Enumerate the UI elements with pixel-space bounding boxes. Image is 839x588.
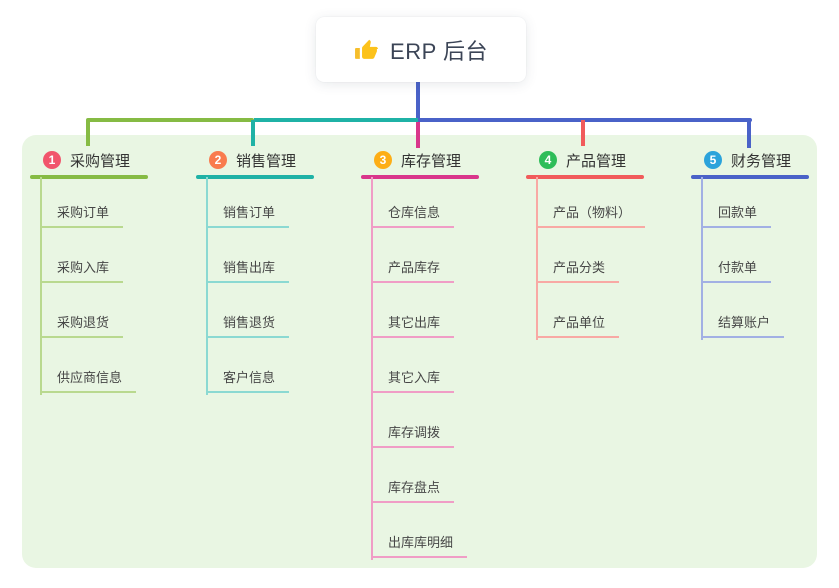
node-product-stock[interactable]: 产品库存 <box>371 259 455 283</box>
branch-inventory: 3 库存管理 仓库信息 产品库存 其它出库 其它入库 库存调拨 库存盘点 出库库… <box>361 145 521 560</box>
root-title: ERP 后台 <box>390 38 488 64</box>
branch-inventory-header[interactable]: 3 库存管理 <box>361 149 521 171</box>
branch-number-badge: 1 <box>43 151 61 169</box>
node-stock-transfer[interactable]: 库存调拨 <box>371 424 455 448</box>
node-purchase-inbound[interactable]: 采购入库 <box>40 259 124 283</box>
node-stock-count[interactable]: 库存盘点 <box>371 479 455 503</box>
branch-number-badge: 5 <box>704 151 722 169</box>
branch-label: 销售管理 <box>236 152 297 170</box>
connector-drop-inventory <box>416 122 420 148</box>
connector-drop-product <box>581 120 585 146</box>
node-sales-outbound[interactable]: 销售出库 <box>206 259 290 283</box>
branch-label: 产品管理 <box>566 152 627 170</box>
branch-label: 库存管理 <box>401 152 462 170</box>
branch-number-badge: 2 <box>209 151 227 169</box>
connector-drop-purchase <box>86 120 90 146</box>
node-settlement-account[interactable]: 结算账户 <box>701 314 785 338</box>
branch-product-header[interactable]: 4 产品管理 <box>526 149 686 171</box>
node-other-inbound[interactable]: 其它入库 <box>371 369 455 393</box>
branches-background-panel <box>22 135 817 568</box>
node-payment-order[interactable]: 付款单 <box>701 259 772 283</box>
connector-horizontal-teal <box>254 118 418 122</box>
node-warehouse-info[interactable]: 仓库信息 <box>371 204 455 228</box>
branch-vertical-line <box>206 177 208 395</box>
branch-purchase: 1 采购管理 采购订单 采购入库 采购退货 供应商信息 <box>30 145 190 395</box>
root-node-erp-backend[interactable]: ERP 后台 <box>316 17 526 82</box>
node-purchase-order[interactable]: 采购订单 <box>40 204 124 228</box>
branch-number-badge: 3 <box>374 151 392 169</box>
branch-underline <box>691 175 809 179</box>
branch-vertical-line <box>536 177 538 340</box>
node-product-category[interactable]: 产品分类 <box>536 259 620 283</box>
branch-underline <box>361 175 479 179</box>
branch-finance-header[interactable]: 5 财务管理 <box>691 149 839 171</box>
branch-vertical-line <box>701 177 703 340</box>
branch-underline <box>196 175 314 179</box>
node-receipt-order[interactable]: 回款单 <box>701 204 772 228</box>
connector-drop-sales <box>251 120 255 146</box>
branch-label: 采购管理 <box>70 152 131 170</box>
node-sales-order[interactable]: 销售订单 <box>206 204 290 228</box>
node-customer-info[interactable]: 客户信息 <box>206 369 290 393</box>
thumbs-up-icon <box>355 39 378 59</box>
branch-vertical-line <box>40 177 42 395</box>
node-purchase-return[interactable]: 采购退货 <box>40 314 124 338</box>
branch-purchase-header[interactable]: 1 采购管理 <box>30 149 190 171</box>
branch-underline <box>526 175 644 179</box>
root-connector-line <box>416 82 420 122</box>
node-sales-return[interactable]: 销售退货 <box>206 314 290 338</box>
node-product-material[interactable]: 产品（物料） <box>536 204 646 228</box>
branch-number-badge: 4 <box>539 151 557 169</box>
branch-product: 4 产品管理 产品（物料） 产品分类 产品单位 <box>526 145 686 340</box>
branch-vertical-line <box>371 177 373 560</box>
node-outbound-detail[interactable]: 出库库明细 <box>371 534 468 558</box>
branch-underline <box>30 175 148 179</box>
node-product-unit[interactable]: 产品单位 <box>536 314 620 338</box>
node-other-outbound[interactable]: 其它出库 <box>371 314 455 338</box>
branch-sales-header[interactable]: 2 销售管理 <box>196 149 356 171</box>
connector-horizontal-green <box>86 118 254 122</box>
connector-horizontal-blue <box>418 118 752 122</box>
branch-finance: 5 财务管理 回款单 付款单 结算账户 <box>691 145 839 340</box>
node-supplier-info[interactable]: 供应商信息 <box>40 369 137 393</box>
branch-label: 财务管理 <box>731 152 792 170</box>
branch-sales: 2 销售管理 销售订单 销售出库 销售退货 客户信息 <box>196 145 356 395</box>
connector-drop-finance <box>747 120 751 148</box>
